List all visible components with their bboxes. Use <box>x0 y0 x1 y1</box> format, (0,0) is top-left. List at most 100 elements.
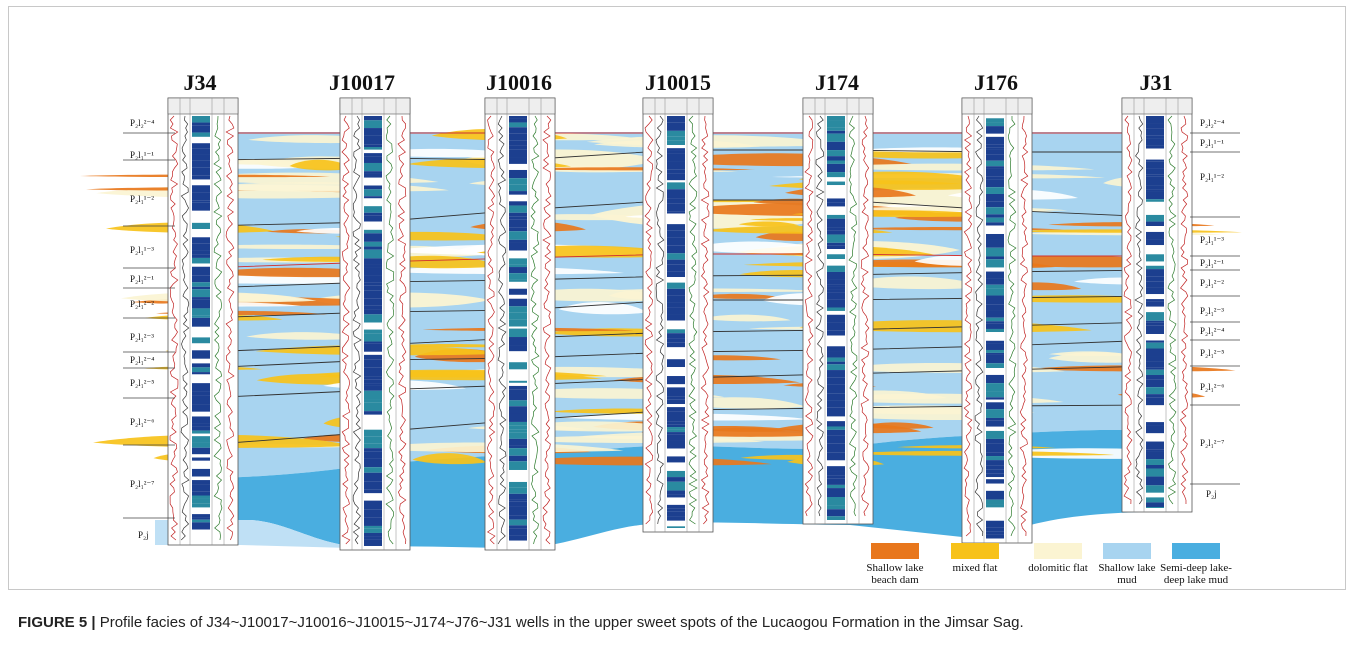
lithology-bed <box>827 416 845 422</box>
lithology-bed <box>827 259 845 266</box>
lithology-bed <box>667 213 685 218</box>
lithology-bed <box>192 433 210 437</box>
well-header <box>339 97 411 115</box>
lithology-bed <box>986 383 1004 392</box>
lithology-bed <box>509 219 527 228</box>
facies-lens <box>412 453 487 465</box>
lithology-bed <box>1146 226 1164 232</box>
lithology-bed <box>1146 320 1164 323</box>
lithology-bed <box>827 341 845 347</box>
lithology-bed <box>827 185 845 192</box>
lithology-bed <box>192 286 210 290</box>
lithology-bed <box>192 517 210 520</box>
lithology-bed <box>509 413 527 422</box>
lithology-bed <box>986 363 1004 369</box>
lithology-bed <box>827 370 845 378</box>
right-zone-label: P₂l₁²⁻² <box>1200 278 1224 288</box>
lithology-bed <box>364 385 382 391</box>
lithology-bed <box>667 421 685 425</box>
lithology-bed <box>827 361 845 365</box>
lithology-bed <box>667 462 685 471</box>
lithology-bed <box>509 231 527 240</box>
lithology-bed <box>192 136 210 144</box>
lithology-bed <box>192 315 210 318</box>
lithology-bed <box>667 333 685 339</box>
lithology-bed <box>509 157 527 164</box>
lithology-bed <box>1146 476 1164 486</box>
log-curve <box>974 115 984 537</box>
lithology-bed <box>986 374 1004 384</box>
lithology-bed <box>509 273 527 280</box>
lithology-bed <box>827 435 845 444</box>
lithology-bed <box>986 201 1004 208</box>
lithology-bed <box>192 383 210 392</box>
facies-lens <box>738 221 800 227</box>
lithology-bed <box>364 528 382 533</box>
lithology-bed <box>509 212 527 217</box>
lithology-bed <box>192 167 210 176</box>
lithology-bed <box>827 133 845 142</box>
lithology-bed <box>192 132 210 137</box>
lithology-bed <box>509 406 527 414</box>
lithology-bed <box>509 421 527 426</box>
lithology-bed <box>986 136 1004 145</box>
lithology-bed <box>667 427 685 430</box>
lithology-bed <box>1146 189 1164 192</box>
lithology-bed <box>509 506 527 516</box>
lithology-bed <box>364 249 382 259</box>
log-curve <box>497 115 507 545</box>
log-curve <box>169 115 179 541</box>
log-curve <box>352 115 362 545</box>
lithology-bed <box>364 472 382 482</box>
lithology-bed <box>1146 252 1164 255</box>
lithology-bed <box>667 182 685 190</box>
lithology-bed <box>827 245 845 250</box>
lithology-bed <box>509 298 527 307</box>
lithology-bed <box>827 357 845 362</box>
lithology-bed <box>667 253 685 260</box>
lithology-bed <box>667 376 685 385</box>
lithology-bed <box>1146 231 1164 240</box>
lithology-bed <box>192 484 210 492</box>
lithology-bed <box>667 338 685 343</box>
lithology-bed <box>364 376 382 380</box>
left-zone-label: P₂l₁²⁻¹ <box>130 274 154 284</box>
lithology-bed <box>1146 245 1164 253</box>
lithology-bed <box>827 299 845 308</box>
right-zone-label: P₂l₁²⁻⁴ <box>1200 326 1225 336</box>
lithology-bed <box>667 320 685 330</box>
lithology-bed <box>509 438 527 446</box>
lithology-bed <box>509 455 527 462</box>
lithology-bed <box>827 206 845 215</box>
log-curve <box>225 115 235 541</box>
lithology-bed <box>364 536 382 540</box>
lithology-bed <box>1146 492 1164 498</box>
log-curve <box>688 115 698 525</box>
lithology-bed <box>986 417 1004 421</box>
log-curve <box>963 115 973 537</box>
lithology-bed <box>192 480 210 485</box>
log-curve <box>341 115 351 545</box>
lithology-bed <box>667 116 685 123</box>
lithology-bed <box>827 335 845 342</box>
lithology-bed <box>986 225 1004 234</box>
log-curve <box>1179 115 1189 504</box>
lithology-bed <box>986 352 1004 355</box>
right-zone-label: P₂l₁²⁻³ <box>1200 306 1224 316</box>
lithology-bed <box>986 317 1004 322</box>
lithology-bed <box>667 347 685 352</box>
lithology-bed <box>509 515 527 520</box>
lithology-bed <box>509 258 527 265</box>
lithology-bed <box>364 451 382 459</box>
lithology-bed <box>192 460 210 469</box>
lithology-bed <box>192 308 210 316</box>
lithology-bed <box>509 501 527 507</box>
lithology-bed <box>364 322 382 330</box>
lithology-bed <box>667 456 685 463</box>
lithology-bed <box>1146 201 1164 211</box>
right-zone-label: P₂l₂²⁻⁴ <box>1200 118 1225 128</box>
lithology-bed <box>364 500 382 510</box>
lithology-bed <box>986 452 1004 457</box>
right-zone-label: P₂l₁²⁻⁷ <box>1200 438 1225 448</box>
lithology-bed <box>364 282 382 286</box>
